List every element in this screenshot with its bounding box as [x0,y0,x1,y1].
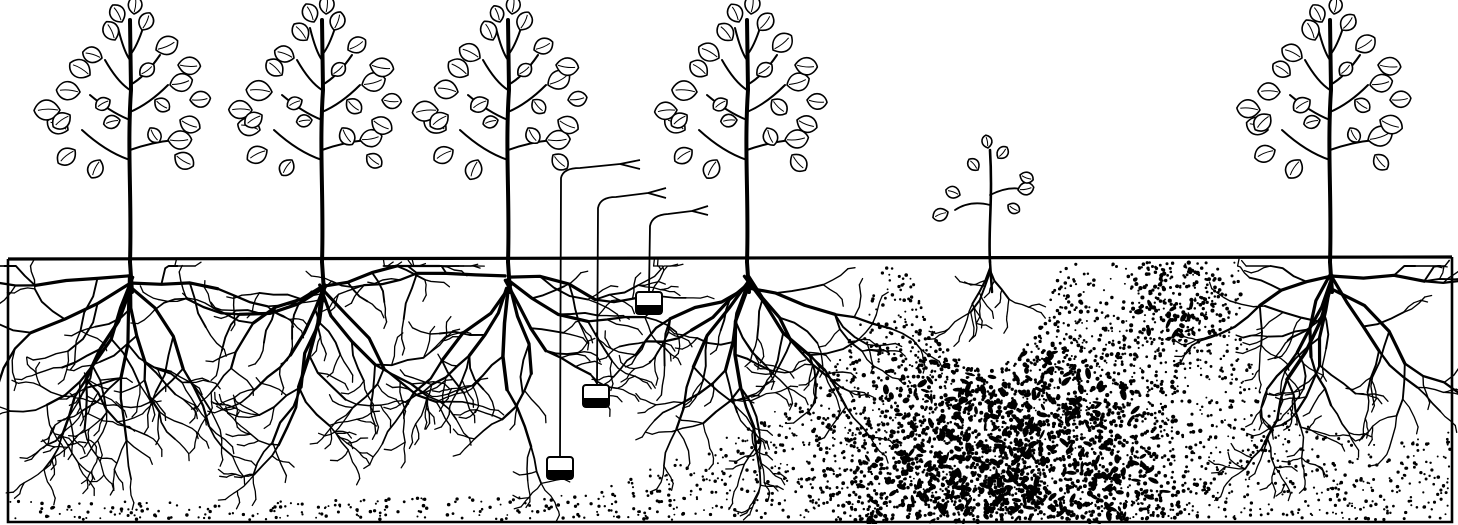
soil-probes [547,160,708,479]
probe-deep [547,160,640,479]
ground-surface-line [8,257,1452,259]
plant-leaves [34,0,1412,223]
